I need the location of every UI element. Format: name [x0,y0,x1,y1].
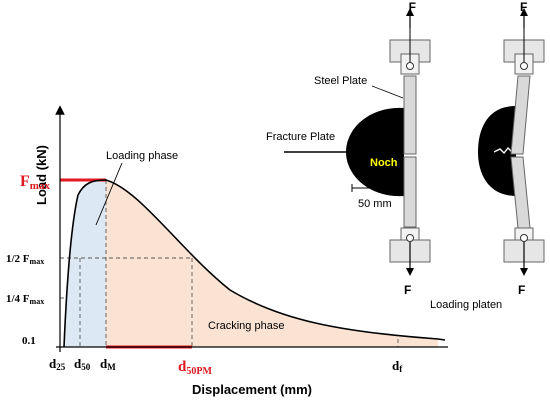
top-force-arrow-icon [520,8,528,16]
steel-plate-top [403,75,417,155]
bottom-force-arrow-icon [406,268,414,276]
specimen-cracked: F F [478,0,545,297]
top-force-label: F [409,0,416,14]
specimen-intact: F Noch F Steel Plate Fracture Plate 50 m… [266,0,431,297]
half-fmax-label: 1/2 Fmax [6,253,44,266]
d50pm-label: d50PM [178,359,212,377]
cracked-plate-top [510,75,531,155]
steel-plate-bottom [403,156,417,228]
guide-lines [60,180,399,347]
bottom-force-label-2: F [518,283,525,297]
loading-phase-area [64,180,106,347]
fracture-plate-label: Fracture Plate [266,131,335,143]
d25-label: d25 [49,356,66,372]
top-force-label-2: F [520,0,527,14]
steel-plate-label: Steel Plate [314,75,367,87]
load-displacement-chart: Load (kN) Displacement (mm) Fmax 1/2 Fma… [6,105,448,397]
point-one-label: 0.1 [22,335,36,347]
dm-label: dM [100,356,116,372]
bottom-force-label: F [404,283,411,297]
load-curve [63,179,446,348]
notch-label: Noch [370,157,398,169]
d50-label: d50 [74,356,91,372]
loading-platen-label: Loading platen [430,299,502,311]
x-axis-label: Displacement (mm) [192,382,312,397]
quarter-fmax-label: 1/4 Fmax [6,293,44,306]
fracture-plate [346,107,404,197]
top-force-arrow-icon [406,8,414,16]
df-label: df [392,358,403,374]
cracking-phase-area [106,180,438,347]
cracking-phase-label: Cracking phase [208,320,284,332]
loading-phase-label: Loading phase [106,150,178,162]
bottom-force-arrow-icon [520,268,528,276]
fmax-label: Fmax [20,173,50,192]
scale-label: 50 mm [358,198,392,210]
loading-phase-pointer [95,162,123,226]
y-axis-label: Load (kN) [34,145,49,205]
